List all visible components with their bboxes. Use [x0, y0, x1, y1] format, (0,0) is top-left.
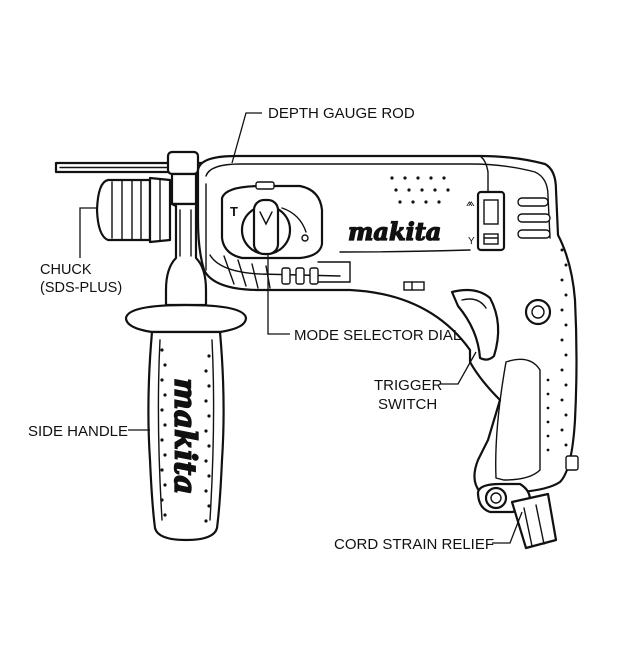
label-chuck-type: (SDS-PLUS)	[40, 280, 122, 296]
texture-dot	[546, 378, 550, 382]
function-switch-panel[interactable]	[476, 190, 506, 252]
texture-dot	[429, 176, 433, 180]
texture-dot	[546, 392, 550, 396]
texture-dot	[204, 399, 208, 403]
side-handle-grip-texture	[160, 348, 211, 523]
chuck	[95, 176, 172, 244]
texture-dot	[204, 429, 208, 433]
mode-selector-dial[interactable]	[220, 181, 324, 260]
texture-dot	[204, 369, 208, 373]
trigger-switch[interactable]	[450, 288, 500, 361]
texture-dot	[564, 323, 568, 327]
texture-dot	[163, 453, 167, 457]
leader-cord	[492, 511, 523, 544]
side-handle-logo: makita	[167, 378, 202, 495]
texture-dot	[564, 443, 568, 447]
texture-dot	[163, 483, 167, 487]
texture-dot	[160, 438, 164, 442]
texture-dot	[204, 489, 208, 493]
texture-dot	[160, 408, 164, 412]
texture-dot	[420, 188, 424, 192]
body-texture-dots	[390, 176, 450, 204]
leader-trigger	[440, 351, 477, 385]
texture-dot	[160, 378, 164, 382]
texture-dot	[560, 278, 564, 282]
label-cord-strain-relief: CORD STRAIN RELIEF	[334, 536, 494, 553]
texture-dot	[546, 448, 550, 452]
rear-vents	[517, 197, 551, 239]
texture-dot	[163, 363, 167, 367]
texture-dot	[163, 423, 167, 427]
label-mode-selector-dial: MODE SELECTOR DIAL	[294, 327, 461, 344]
texture-dot	[390, 176, 394, 180]
side-handle	[124, 150, 248, 542]
label-depth-gauge-rod: DEPTH GAUGE ROD	[268, 105, 415, 122]
switch-bottom-symbol: Y	[468, 236, 475, 247]
texture-dot	[207, 474, 211, 478]
texture-dot	[204, 459, 208, 463]
texture-dot	[207, 504, 211, 508]
texture-dot	[411, 200, 415, 204]
dial-mode-marking: T	[230, 204, 238, 219]
texture-dot	[207, 444, 211, 448]
texture-dot	[560, 368, 564, 372]
texture-dot	[207, 414, 211, 418]
texture-dot	[560, 308, 564, 312]
texture-dot	[560, 428, 564, 432]
texture-dot	[433, 188, 437, 192]
texture-dot	[163, 513, 167, 517]
rear-grip-panel	[495, 358, 541, 481]
switch-top-symbol: ⩕	[466, 197, 475, 209]
texture-dot	[403, 176, 407, 180]
leader-chuck	[79, 207, 98, 258]
texture-dot	[442, 176, 446, 180]
texture-dot	[560, 248, 564, 252]
leader-mode-dial	[267, 254, 290, 335]
texture-dot	[564, 383, 568, 387]
rear-latch	[565, 455, 579, 471]
texture-dot	[398, 200, 402, 204]
texture-dot	[160, 348, 164, 352]
texture-dot	[207, 354, 211, 358]
texture-dot	[437, 200, 441, 204]
texture-dot	[424, 200, 428, 204]
label-side-handle: SIDE HANDLE	[28, 423, 128, 440]
texture-dot	[407, 188, 411, 192]
texture-dot	[546, 434, 550, 438]
texture-dot	[564, 353, 568, 357]
label-trigger-switch: SWITCH	[378, 396, 437, 413]
texture-dot	[564, 413, 568, 417]
rear-grip-texture	[546, 248, 568, 452]
texture-dot	[416, 176, 420, 180]
texture-dot	[160, 468, 164, 472]
label-trigger: TRIGGER	[374, 377, 443, 394]
texture-dot	[546, 406, 550, 410]
leader-depth-gauge	[231, 112, 262, 164]
texture-dot	[394, 188, 398, 192]
body-brand-logo: makita	[348, 217, 441, 246]
texture-dot	[163, 393, 167, 397]
texture-dot	[564, 263, 568, 267]
texture-dot	[564, 293, 568, 297]
texture-dot	[560, 398, 564, 402]
texture-dot	[560, 338, 564, 342]
texture-dot	[207, 384, 211, 388]
texture-dot	[160, 498, 164, 502]
texture-dot	[546, 420, 550, 424]
cord-strain-relief	[476, 482, 558, 550]
texture-dot	[446, 188, 450, 192]
texture-dot	[204, 519, 208, 523]
label-chuck: CHUCK	[40, 262, 92, 278]
